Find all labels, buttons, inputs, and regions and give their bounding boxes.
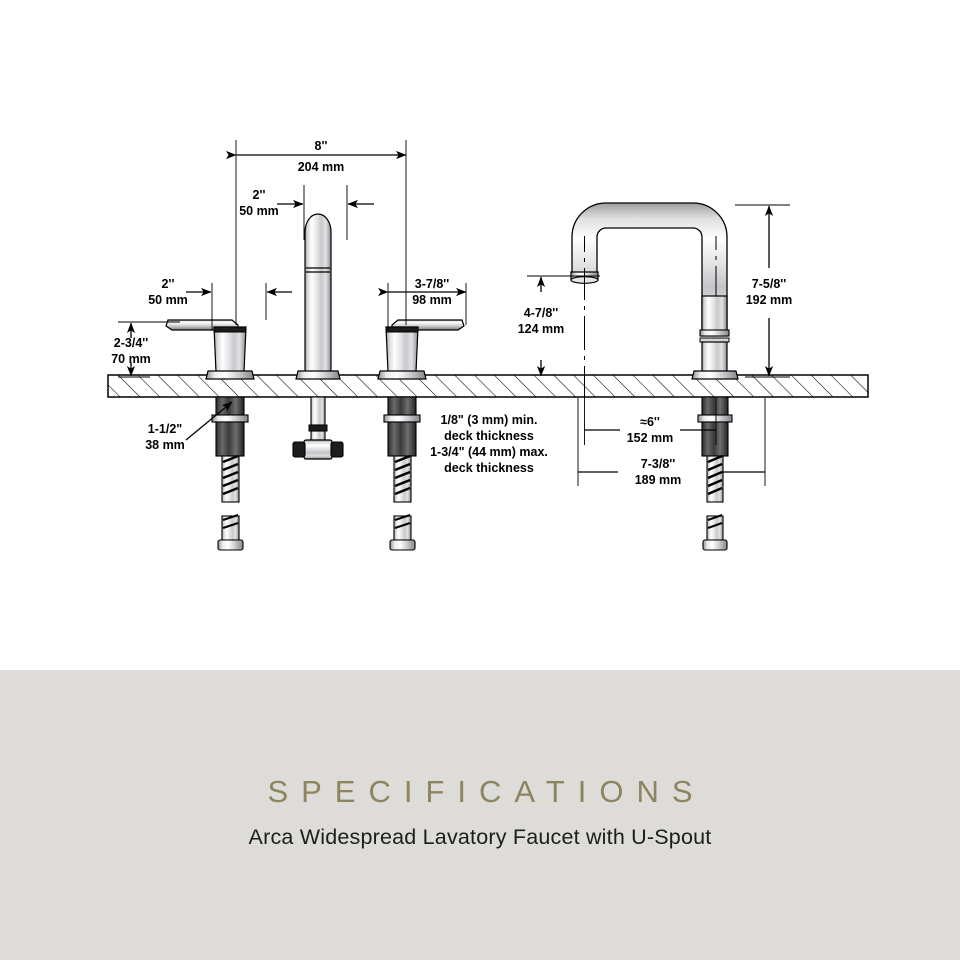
u-spout <box>570 202 739 551</box>
dim-spout-reach-inches: ≈6'' <box>640 415 660 429</box>
page-title: SPECIFICATIONS <box>267 774 706 809</box>
dim-spread-inches: 8'' <box>315 139 328 153</box>
dim-shank-metric: 38 mm <box>145 438 185 452</box>
note-deck-min: 1/8" (3 mm) min. <box>441 413 538 427</box>
right-lever-handle <box>377 319 465 551</box>
dim-overall-reach-inches: 7-3/8'' <box>641 457 675 471</box>
note-deck-max: 1-3/4" (44 mm) max. <box>430 445 548 459</box>
dimension-spout-height: 7-5/8'' 192 mm <box>735 204 793 378</box>
dimension-spout-reach: ≈6'' 152 mm <box>584 398 717 445</box>
pop-up-drain-lift-rod <box>292 213 344 460</box>
dimension-spout-clearance: 4-7/8'' 124 mm <box>518 275 600 377</box>
dim-handle-reach-metric: 98 mm <box>412 293 452 307</box>
dimension-spout-overall-reach: 7-3/8'' 189 mm <box>577 398 766 487</box>
dim-overall-reach-metric: 189 mm <box>635 473 682 487</box>
dim-handle-height-metric: 70 mm <box>111 352 151 366</box>
technical-drawing: 8'' 204 mm 2'' 50 mm 2'' 50 mm 2 <box>107 139 869 551</box>
dim-handle-height-inches: 2-3/4'' <box>114 336 148 350</box>
dim-shank-inches: 1-1/2" <box>148 422 182 436</box>
dim-rod-right-metric: 50 mm <box>239 204 279 218</box>
dim-left-rod-inches: 2'' <box>162 277 175 291</box>
dimension-rod-to-right-handle: 2'' 50 mm <box>239 185 374 240</box>
dimension-handle-height: 2-3/4'' 70 mm <box>111 321 180 378</box>
note-deck-max-label: deck thickness <box>444 461 534 475</box>
dimension-handle-reach: 3-7/8'' 98 mm <box>378 277 467 330</box>
counter-deck-section <box>107 374 869 398</box>
dimension-spread-overall: 8'' 204 mm <box>226 139 407 325</box>
dimension-shank-length: 1-1/2" 38 mm <box>145 401 233 452</box>
dim-spout-height-inches: 7-5/8'' <box>752 277 786 291</box>
dim-left-rod-metric: 50 mm <box>148 293 188 307</box>
dim-spout-clearance-inches: 4-7/8'' <box>524 306 558 320</box>
dim-handle-reach-inches: 3-7/8'' <box>415 277 449 291</box>
dim-spout-height-metric: 192 mm <box>746 293 793 307</box>
dim-spread-metric: 204 mm <box>298 160 345 174</box>
note-deck-thickness: 1/8" (3 mm) min. deck thickness 1-3/4" (… <box>430 413 548 475</box>
note-deck-min-label: deck thickness <box>444 429 534 443</box>
dimension-left-handle-to-rod: 2'' 50 mm <box>148 277 292 330</box>
dim-spout-clearance-metric: 124 mm <box>518 322 565 336</box>
product-name: Arca Widespread Lavatory Faucet with U-S… <box>248 825 712 849</box>
dim-spout-reach-metric: 152 mm <box>627 431 674 445</box>
dim-rod-right-inches: 2'' <box>253 188 266 202</box>
caption-panel: SPECIFICATIONS Arca Widespread Lavatory … <box>0 670 960 960</box>
